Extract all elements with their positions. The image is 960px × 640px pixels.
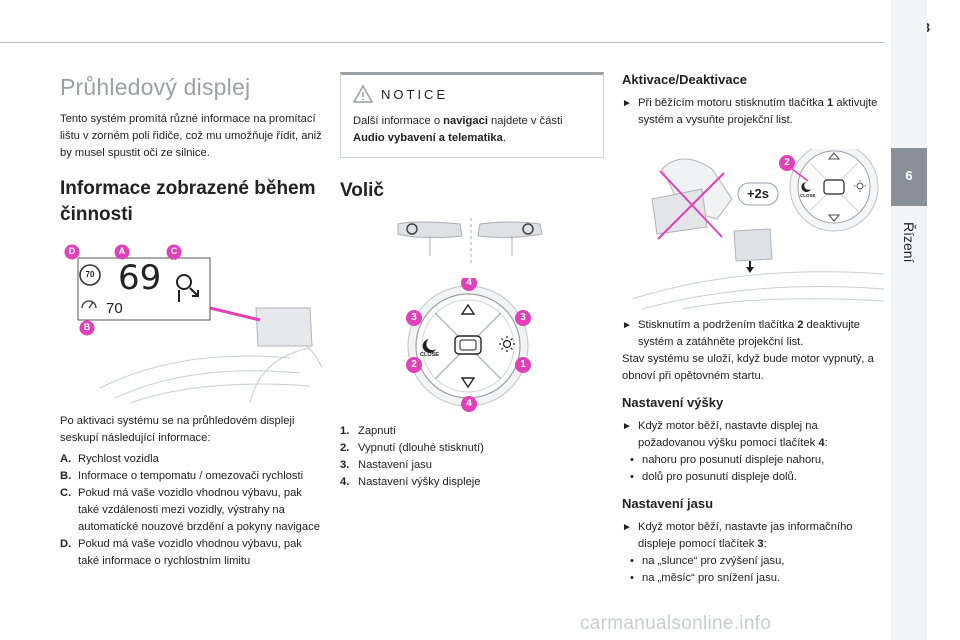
notice-link-audio: Audio vybavení a telematika (353, 132, 503, 144)
speed-limit-sign-shape (79, 264, 101, 286)
list-item: A.Rychlost vozidla (60, 453, 159, 465)
hud-center-button (454, 335, 482, 355)
up-arrow-icon (460, 303, 476, 315)
callout-2: 2 (411, 359, 417, 370)
sun-icon (499, 336, 515, 352)
notice-title: NOTICE (381, 86, 449, 102)
list-item: na „slunce“ pro zvýšení jasu, (630, 553, 884, 570)
hud-display-frame (77, 257, 211, 321)
brightness-bullets: na „slunce“ pro zvýšení jasu, na „měsíc“… (630, 553, 884, 587)
cruise-gauge-icon (81, 300, 97, 309)
chapter-label-text: Řízení (901, 222, 917, 263)
callout-c: C (170, 246, 178, 256)
list-item: nahoru pro posunutí displeje nahoru, (630, 452, 884, 469)
step-arrow-icon: ► (622, 522, 632, 533)
selector-close-label: CLOSE (420, 352, 439, 358)
callout-4-bottom: 4 (466, 398, 472, 409)
chapter-label: Řízení (897, 222, 921, 302)
pointer-line (209, 306, 261, 322)
activation-step-2: ►Stisknutím a podržením tlačítka 2 deakt… (622, 319, 861, 348)
hold-duration-label: +2s (746, 186, 770, 201)
callout-badges (406, 278, 531, 412)
activation-note: Stav systému se uloží, když bude motor v… (622, 353, 874, 382)
page-title: Průhledový displej (60, 74, 251, 100)
callout-1: 1 (520, 359, 526, 370)
notice-box: NOTICE Další informace o navigaci najdet… (340, 72, 604, 158)
down-arrow-icon (460, 377, 476, 389)
callout-2: 2 (784, 157, 790, 168)
info-lead: Po aktivaci systému se na průhledovém di… (60, 415, 295, 444)
list-item: 1.Zapnutí (340, 425, 396, 437)
column-selector: NOTICE Další informace o navigaci najdet… (340, 72, 605, 491)
list-item: D.Pokud má vaše vozidlo vhodnou výbavu, … (60, 538, 302, 567)
callout-a: A (118, 246, 126, 256)
section-title-info: Informace zobrazené během činnosti (60, 178, 316, 225)
height-step: ►Když motor běží, nastavte displej na po… (622, 420, 828, 449)
chapter-tab-marker (891, 148, 927, 206)
callout-3-left: 3 (411, 312, 417, 323)
chapter-number: 6 (905, 168, 913, 183)
list-item: B.Informace o tempomatu / omezovači rych… (60, 470, 304, 482)
step-arrow-icon: ► (622, 320, 632, 331)
hud-button-icon (823, 179, 845, 195)
step-arrow-icon: ► (622, 98, 632, 109)
callout-4-top: 4 (466, 278, 472, 288)
step-arrow-icon: ► (622, 421, 632, 432)
list-item: 4.Nastavení výšky displeje (340, 476, 481, 488)
section-title-height: Nastavení výšky (622, 395, 724, 410)
hud-speed-value: 69 (118, 258, 162, 298)
selector-figure: CLOSE 4 3 3 2 1 4 (340, 278, 602, 413)
section-title-brightness: Nastavení jasu (622, 496, 714, 511)
section-title-activation: Aktivace/Deaktivace (622, 72, 748, 87)
projection-sheet-shape (255, 307, 313, 347)
hud-illustration (64, 244, 322, 403)
column-hud-intro: Průhledový displej Tento systém promítá … (60, 72, 322, 570)
callout-3-right: 3 (520, 312, 526, 323)
intro-paragraph: Tento systém promítá různé informace na … (60, 113, 322, 159)
navigation-arrow-icon (176, 274, 199, 302)
list-item: dolů pro posunutí displeje dolů. (630, 469, 884, 486)
activation-step-1: ►Při běžícím motoru stisknutím tlačítka … (622, 97, 878, 126)
info-list: A.Rychlost vozidla B.Informace o tempoma… (60, 451, 322, 570)
callout-b: B (83, 322, 91, 332)
brightness-step: ►Když motor běží, nastavte jas informačn… (622, 521, 853, 550)
warning-triangle-icon (353, 85, 373, 103)
header-divider (0, 42, 884, 43)
notice-link-navigation: navigaci (443, 115, 488, 127)
list-item: na „měsíc“ pro snížení jasu. (630, 570, 884, 587)
hud-limit-value: 70 (85, 270, 95, 279)
moon-icon (801, 182, 811, 192)
stalk-figure (340, 214, 602, 274)
selector-list: 1.Zapnutí 2.Vypnutí (dlouhé stisknutí) 3… (340, 423, 605, 491)
selector-dial-illustration (406, 278, 531, 412)
activation-illustration (631, 149, 884, 309)
list-item: C.Pokud má vaše vozidlo vhodnou výbavu, … (60, 487, 320, 533)
sun-icon (854, 180, 866, 192)
chapter-tab-rail (891, 0, 927, 640)
hud-figure: 69 70 70 D A C B (60, 238, 322, 403)
list-item: 2.Vypnutí (dlouhé stisknutí) (340, 442, 484, 454)
projection-sheet-shape (733, 228, 773, 262)
column-activation: Aktivace/Deaktivace ►Při běžícím motoru … (622, 72, 884, 587)
steering-stalks-illustration (397, 218, 543, 264)
dial-close-label: CLOSE (800, 193, 816, 198)
activation-figure: +2s 2 CLOSE (622, 149, 884, 309)
hold-badge-shape (737, 182, 779, 206)
notice-text: Další informace o navigaci najdete v čás… (353, 115, 563, 144)
watermark: carmanualsonline.info (580, 613, 772, 634)
callout-badge (779, 155, 795, 171)
height-bullets: nahoru pro posunutí displeje nahoru, dol… (630, 452, 884, 486)
callout-badges (64, 244, 182, 336)
hud-cruise-value: 70 (106, 300, 123, 317)
section-title-selector: Volič (340, 180, 384, 201)
down-arrow-icon (746, 267, 754, 273)
hud-button-icon (459, 339, 477, 351)
moon-icon (422, 339, 436, 353)
callout-d: D (68, 246, 76, 256)
notice-header: NOTICE (353, 85, 591, 103)
cross-mark-icon (657, 170, 725, 240)
list-item: 3.Nastavení jasu (340, 459, 433, 471)
